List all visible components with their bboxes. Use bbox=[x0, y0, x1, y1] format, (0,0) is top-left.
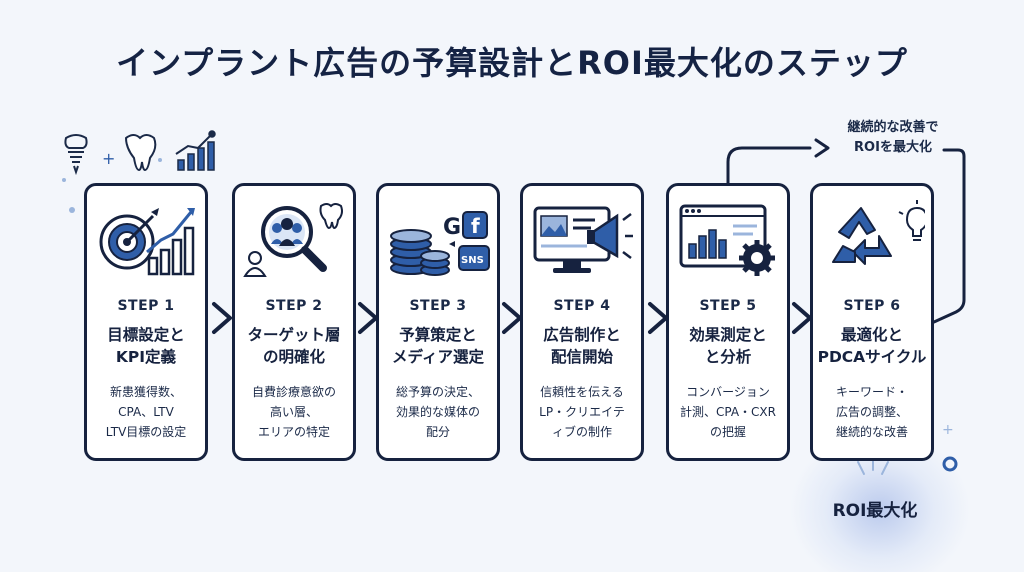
target-growth-chart-icon bbox=[99, 208, 195, 276]
step-description: 新患獲得数、 CPA、LTV LTV目標の設定 bbox=[105, 385, 187, 439]
google-logo-icon: G bbox=[443, 215, 461, 240]
step-label: STEP 2 bbox=[265, 298, 323, 314]
chevron-right-icon bbox=[212, 302, 232, 334]
step-description: キーワード・ 広告の調整、 継続的な改善 bbox=[835, 385, 908, 439]
magnifier-audience-tooth-icon bbox=[243, 203, 343, 277]
step-label: STEP 1 bbox=[117, 298, 175, 314]
sns-logo-icon bbox=[458, 245, 490, 271]
step-label: STEP 4 bbox=[553, 298, 611, 314]
step-label: STEP 6 bbox=[843, 298, 901, 314]
step-card-6: STEP 6 最適化と PDCAサイクル キーワード・ 広告の調整、 継続的な改… bbox=[810, 183, 934, 461]
step-title: ターゲット層 の明確化 bbox=[247, 326, 341, 366]
monitor-megaphone-icon bbox=[533, 206, 633, 273]
coins-media-logos-icon: G f SNS bbox=[390, 211, 490, 276]
header-decoration-icons: + bbox=[62, 130, 216, 182]
step-description: 総予算の決定、 効果的な媒体の 配分 bbox=[395, 385, 480, 439]
step-title: 最適化と PDCAサイクル bbox=[817, 326, 927, 366]
step-card-4: STEP 4 広告制作と 配信開始 信頼性を伝える LP・クリエイテ ィブの制作 bbox=[520, 183, 644, 461]
svg-text:SNS: SNS bbox=[461, 255, 484, 266]
svg-text:f: f bbox=[471, 214, 480, 238]
sparkle-dot bbox=[69, 207, 75, 213]
facebook-logo-icon bbox=[462, 211, 488, 239]
step-title: 効果測定と と分析 bbox=[689, 326, 767, 366]
step-card-1: STEP 1 目標設定と KPI定義 新患獲得数、 CPA、LTV LTV目標の… bbox=[84, 183, 208, 461]
implant-icon bbox=[64, 134, 88, 176]
step-label: STEP 3 bbox=[409, 298, 467, 314]
analytics-dashboard-gear-icon bbox=[679, 204, 775, 276]
decor-circles: + bbox=[942, 422, 958, 472]
step-title: 予算策定と メディア選定 bbox=[392, 326, 484, 366]
step-title: 広告制作と 配信開始 bbox=[543, 326, 621, 366]
step-label: STEP 5 bbox=[699, 298, 757, 314]
plus-icon: + bbox=[102, 149, 115, 168]
page-title: インプラント広告の予算設計とROI最大化のステップ bbox=[116, 44, 908, 82]
result-label: ROI最大化 bbox=[832, 501, 918, 521]
growth-bars-icon bbox=[175, 130, 216, 171]
step-description: 信頼性を伝える LP・クリエイテ ィブの制作 bbox=[539, 385, 625, 439]
recycle-lightbulb-icon bbox=[832, 200, 925, 265]
step-card-5: STEP 5 効果測定と と分析 コンバージョン 計測、CPA・CXR の把握 bbox=[666, 183, 790, 461]
step-title: 目標設定と KPI定義 bbox=[107, 326, 185, 366]
step-description: コンバージョン 計測、CPA・CXR の把握 bbox=[680, 385, 776, 439]
step-card-3: G f SNS STEP 3 予算策定と メディア選定 総予算の決定、 効果的な… bbox=[376, 183, 500, 461]
step-card-2: STEP 2 ターゲット層 の明確化 自費診療意欲の 高い層、 エリアの特定 bbox=[232, 183, 356, 461]
loop-label: 継続的な改善で ROIを最大化 bbox=[847, 120, 939, 155]
svg-text:+: + bbox=[942, 422, 954, 438]
step-description: 自費診療意欲の 高い層、 エリアの特定 bbox=[251, 385, 336, 439]
tooth-icon bbox=[124, 134, 157, 172]
